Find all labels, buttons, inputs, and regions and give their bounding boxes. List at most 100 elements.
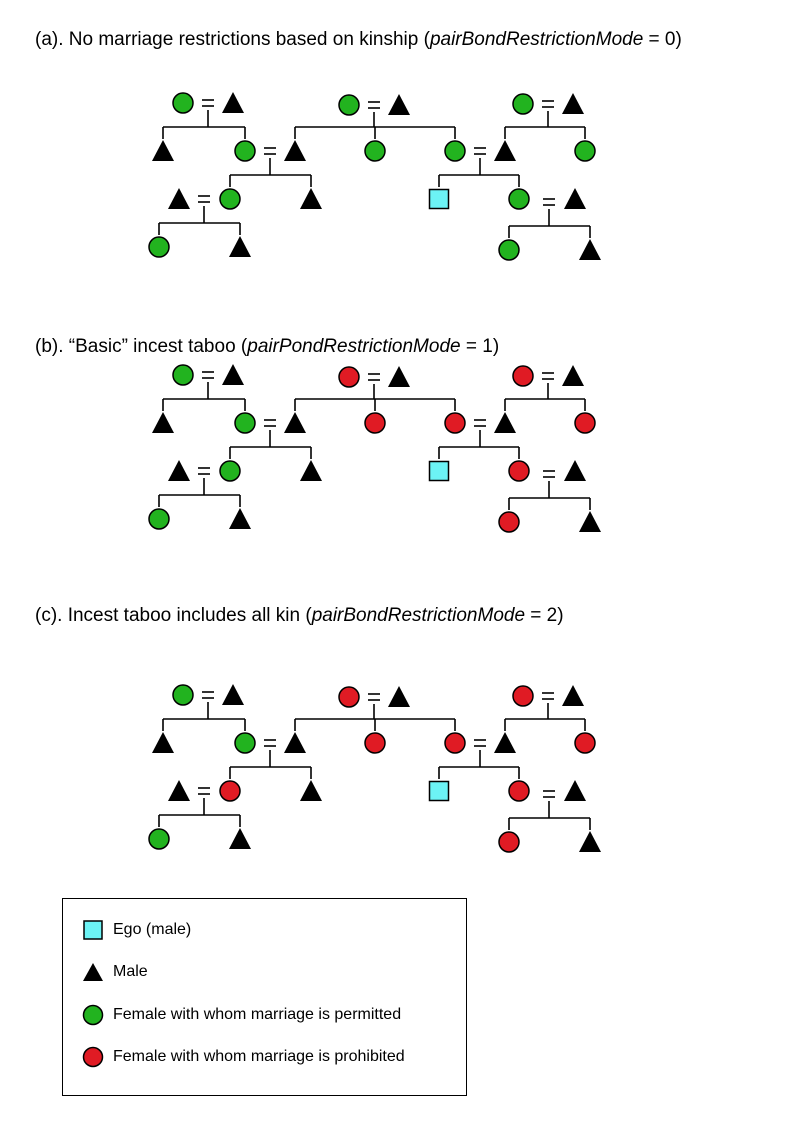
female-circle-prohibited xyxy=(512,685,534,707)
marriage-equals-sign xyxy=(200,368,216,382)
female-circle-prohibited xyxy=(512,365,534,387)
female-circle-permitted xyxy=(508,188,530,210)
panel-c-title-prefix: (c). Incest taboo includes all kin ( xyxy=(35,605,312,626)
male-triangle xyxy=(222,684,244,705)
marriage-equals-sign xyxy=(366,690,382,704)
marriage-equals-sign xyxy=(472,736,488,750)
male-triangle xyxy=(494,732,516,753)
male-triangle xyxy=(168,780,190,801)
panel-a-title: (a). No marriage restrictions based on k… xyxy=(35,29,682,51)
male-triangle xyxy=(564,460,586,481)
female-circle-prohibited xyxy=(574,732,596,754)
female-circle-permitted xyxy=(172,684,194,706)
male-triangle xyxy=(388,686,410,707)
female-circle-permitted xyxy=(234,140,256,162)
marriage-equals-sign xyxy=(262,416,278,430)
marriage-equals-sign xyxy=(540,689,556,703)
male-triangle xyxy=(494,140,516,161)
female-circle-permitted xyxy=(219,460,241,482)
male-triangle xyxy=(168,460,190,481)
panel-a-title-prefix: (a). No marriage restrictions based on k… xyxy=(35,29,430,50)
legend-label-male: Male xyxy=(113,963,148,980)
legend-label-prohibited: Female with whom marriage is prohibited xyxy=(113,1048,405,1065)
kinship-diagram-a xyxy=(148,92,601,261)
kinship-diagram-c xyxy=(148,684,601,853)
marriage-equals-sign xyxy=(541,195,557,209)
panel-b-title: (b). “Basic” incest taboo (pairPondRestr… xyxy=(35,336,499,358)
male-triangle xyxy=(564,780,586,801)
female-circle-permitted xyxy=(219,188,241,210)
marriage-equals-sign xyxy=(540,97,556,111)
marriage-equals-sign xyxy=(262,736,278,750)
legend-item-permitted: Female with whom marriage is permitted xyxy=(81,1003,401,1027)
kinship-diagram-b xyxy=(148,364,601,533)
male-triangle xyxy=(388,366,410,387)
marriage-equals-sign xyxy=(366,370,382,384)
panel-b-title-prefix: (b). “Basic” incest taboo ( xyxy=(35,336,248,357)
ego-square xyxy=(428,460,450,482)
ego-square-icon xyxy=(83,920,103,940)
male-triangle xyxy=(229,508,251,529)
kinship-lines xyxy=(158,695,591,830)
female-circle-permitted xyxy=(234,732,256,754)
permitted-circle-icon xyxy=(82,1004,104,1026)
male-triangle xyxy=(284,412,306,433)
female-circle-prohibited xyxy=(508,460,530,482)
female-circle-permitted xyxy=(574,140,596,162)
ego-square xyxy=(428,188,450,210)
female-circle-prohibited xyxy=(444,412,466,434)
female-circle-prohibited xyxy=(498,831,520,853)
male-triangle xyxy=(152,732,174,753)
panel-c-title-param: pairBondRestrictionMode xyxy=(311,605,526,626)
male-triangle xyxy=(564,188,586,209)
legend: Ego (male) Male Female with whom marriag… xyxy=(62,898,467,1096)
male-triangle xyxy=(284,140,306,161)
female-circle-permitted xyxy=(364,140,386,162)
male-triangle xyxy=(579,831,601,852)
female-circle-permitted xyxy=(148,508,170,530)
marriage-equals-sign xyxy=(366,98,382,112)
female-circle-prohibited xyxy=(508,780,530,802)
male-triangle xyxy=(300,780,322,801)
male-triangle xyxy=(562,685,584,706)
male-triangle xyxy=(562,93,584,114)
male-triangle xyxy=(222,364,244,385)
legend-item-prohibited: Female with whom marriage is prohibited xyxy=(81,1045,405,1069)
male-triangle xyxy=(229,236,251,257)
male-triangle-icon xyxy=(83,963,103,981)
marriage-equals-sign xyxy=(196,464,212,478)
female-circle-prohibited xyxy=(364,732,386,754)
marriage-equals-sign xyxy=(196,784,212,798)
male-triangle xyxy=(579,239,601,260)
panel-b-title-param: pairPondRestrictionMode xyxy=(247,336,461,357)
male-triangle xyxy=(562,365,584,386)
female-circle-permitted xyxy=(498,239,520,261)
marriage-equals-sign xyxy=(200,688,216,702)
panel-a-title-suffix: = 0) xyxy=(643,29,682,50)
marriage-equals-sign xyxy=(472,144,488,158)
female-circle-prohibited xyxy=(444,732,466,754)
legend-item-ego: Ego (male) xyxy=(81,918,191,942)
legend-item-male: Male xyxy=(81,960,148,984)
marriage-equals-sign xyxy=(541,467,557,481)
male-triangle xyxy=(229,828,251,849)
female-circle-permitted xyxy=(234,412,256,434)
female-circle-permitted xyxy=(512,93,534,115)
male-triangle xyxy=(222,92,244,113)
male-triangle xyxy=(300,460,322,481)
male-triangle xyxy=(494,412,516,433)
female-circle-prohibited xyxy=(219,780,241,802)
female-circle-permitted xyxy=(338,94,360,116)
male-triangle xyxy=(168,188,190,209)
panel-b-title-suffix: = 1) xyxy=(460,336,500,357)
male-triangle xyxy=(579,511,601,532)
female-circle-permitted xyxy=(172,364,194,386)
panel-a-title-param: pairBondRestrictionMode xyxy=(429,29,644,50)
legend-label-ego: Ego (male) xyxy=(113,921,192,938)
female-circle-prohibited xyxy=(498,511,520,533)
marriage-equals-sign xyxy=(472,416,488,430)
kinship-lines xyxy=(158,375,591,510)
panel-c-title-suffix: = 2) xyxy=(525,605,564,626)
ego-square xyxy=(428,780,450,802)
marriage-equals-sign xyxy=(200,96,216,110)
